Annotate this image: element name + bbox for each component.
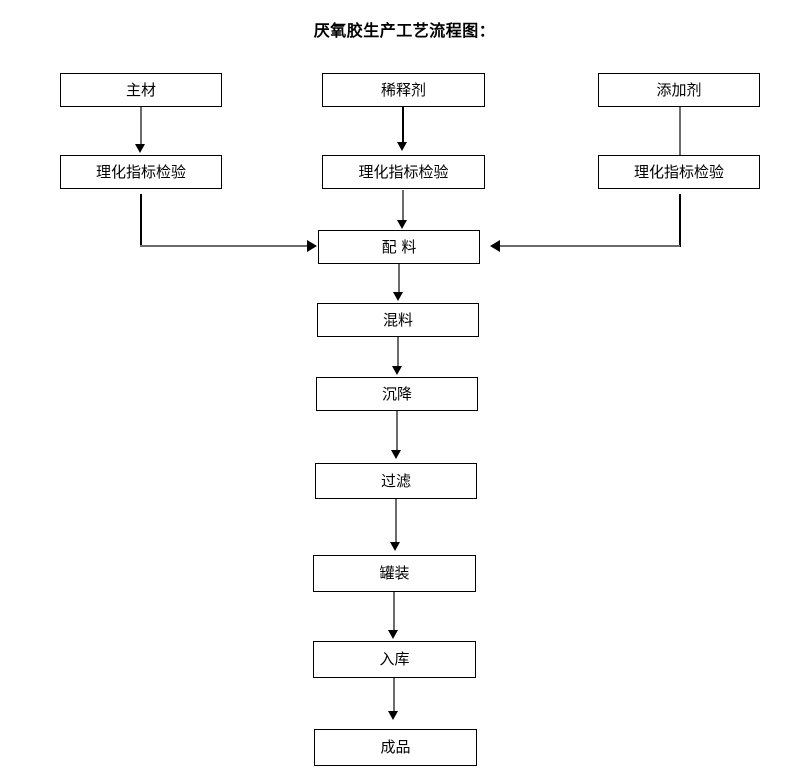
arrowhead-left	[490, 240, 500, 252]
node-label: 添加剂	[656, 80, 702, 99]
arrowhead-down	[393, 292, 403, 301]
edge-diluent-to-inspection	[402, 107, 404, 147]
node-diluent-inspection[interactable]: 理化指标检验	[322, 155, 485, 189]
arrowhead-down	[135, 144, 145, 153]
edge-right-elbow-horizontal	[500, 245, 680, 247]
edge-mixing-to-settling	[397, 337, 399, 369]
node-additive[interactable]: 添加剂	[598, 73, 760, 107]
node-warehousing[interactable]: 入库	[313, 641, 476, 678]
node-settling[interactable]: 沉降	[316, 377, 478, 411]
node-main-material-inspection[interactable]: 理化指标检验	[60, 155, 222, 189]
node-main-material[interactable]: 主材	[60, 73, 222, 107]
edge-additive-to-inspection	[679, 107, 681, 155]
node-label: 混料	[382, 310, 413, 329]
node-label: 理化指标检验	[358, 162, 449, 181]
node-label: 成品	[380, 738, 411, 756]
edge-center-to-batching	[402, 190, 404, 223]
arrowhead-down	[388, 630, 398, 639]
node-label: 入库	[379, 650, 410, 668]
node-additive-inspection[interactable]: 理化指标检验	[598, 155, 760, 189]
node-label: 过滤	[380, 471, 411, 490]
node-filtering[interactable]: 过滤	[315, 463, 477, 499]
arrowhead-down	[392, 366, 402, 375]
edge-main-material-to-inspection	[140, 107, 142, 146]
node-canning[interactable]: 罐装	[313, 555, 476, 592]
arrowhead-right	[307, 240, 317, 252]
node-label: 沉降	[381, 384, 412, 403]
node-label: 理化指标检验	[95, 162, 186, 181]
arrowhead-down	[397, 220, 407, 229]
edge-canning-to-warehousing	[393, 592, 395, 633]
node-finished[interactable]: 成品	[314, 729, 477, 766]
node-mixing[interactable]: 混料	[317, 303, 479, 337]
arrowhead-down	[391, 450, 401, 459]
node-label: 稀释剂	[380, 80, 426, 99]
node-label: 配 料	[381, 237, 417, 256]
arrowhead-down	[397, 142, 407, 151]
node-label: 主材	[125, 80, 156, 99]
edge-left-elbow-horizontal	[140, 245, 308, 247]
node-label: 罐装	[379, 564, 410, 582]
edge-filtering-to-canning	[395, 499, 397, 545]
node-label: 理化指标检验	[633, 162, 724, 181]
arrowhead-down	[388, 711, 398, 720]
edge-right-elbow-vertical	[679, 194, 681, 247]
edge-batching-to-mixing	[398, 264, 400, 294]
edge-left-elbow-vertical	[140, 194, 142, 247]
edge-settling-to-filtering	[396, 411, 398, 452]
node-batching[interactable]: 配 料	[318, 230, 480, 264]
page-title: 厌氧胶生产工艺流程图：	[313, 21, 496, 40]
edge-warehousing-to-finished	[393, 678, 395, 713]
arrowhead-down	[390, 542, 400, 551]
node-diluent[interactable]: 稀释剂	[322, 73, 485, 107]
